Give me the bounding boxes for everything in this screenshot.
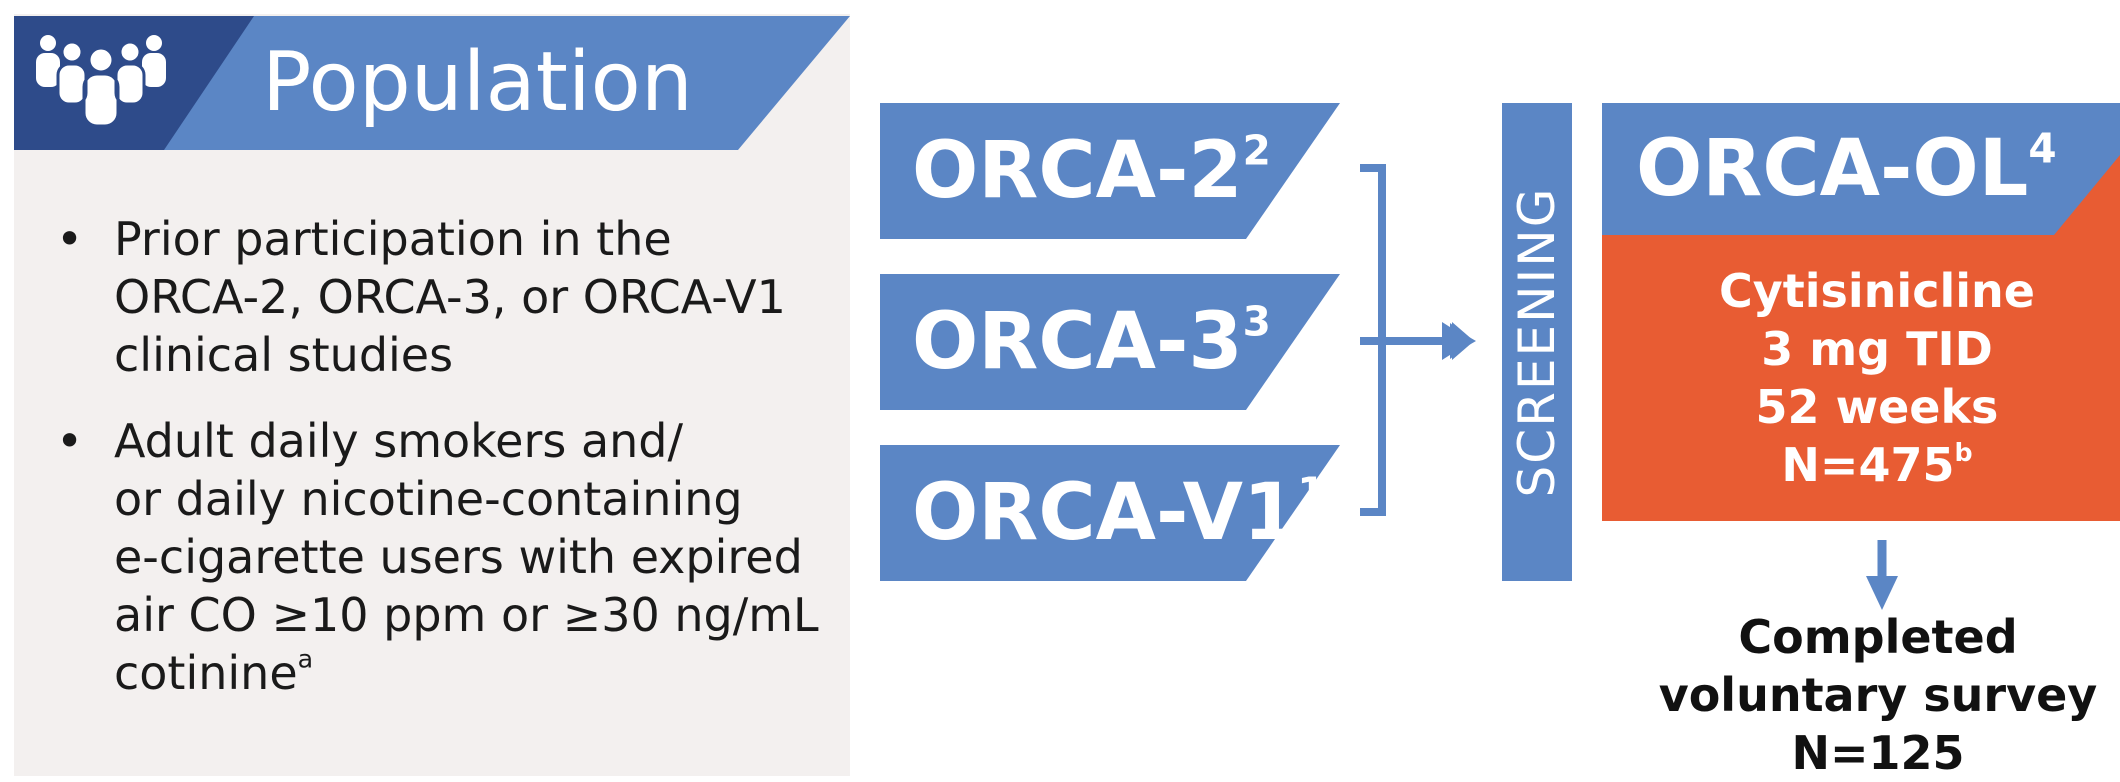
footnote-marker: a — [297, 644, 314, 674]
criterion-line: air CO ≥10 ppm or ≥30 ng/mL — [114, 588, 819, 642]
study-name: ORCA-V1 — [912, 468, 1298, 558]
study-box-shape — [880, 103, 1340, 239]
study-name: ORCA-3 — [912, 297, 1243, 387]
orca-ol-details: Cytisinicline 3 mg TID 52 weeks N=475b — [1602, 262, 2120, 494]
arrow-down — [1866, 540, 1898, 610]
people-group-icon — [36, 35, 166, 126]
bullet-dot: • — [56, 212, 84, 266]
studies-to-screening-connector — [1360, 164, 1476, 516]
bullet-dot: • — [56, 414, 84, 468]
study-name: ORCA-OL — [1636, 124, 2029, 214]
survey-count: N=125 — [1791, 726, 1965, 780]
criterion-smokers: • Adult daily smokers and/ or daily nico… — [48, 412, 838, 702]
population-banner — [14, 16, 850, 150]
study-label: ORCA-22 — [912, 103, 1271, 239]
enrolled-count: N=475b — [1602, 436, 2120, 494]
n-value: N=475 — [1781, 438, 1955, 492]
screening-bar: SCREENING — [1502, 103, 1572, 581]
arrow-head-down — [1866, 576, 1898, 610]
study-box-orca-v1: ORCA-V11 — [880, 445, 1340, 581]
orca-ol-label: ORCA-OL4 — [1636, 103, 2057, 235]
criterion-prior-participation: • Prior participation in the ORCA-2, ORC… — [48, 210, 838, 384]
study-label: ORCA-V11 — [912, 445, 1326, 581]
orca-ol-box — [1602, 103, 2120, 521]
study-box-orca-2: ORCA-22 — [880, 103, 1340, 239]
study-name: ORCA-2 — [912, 126, 1243, 216]
footnote-marker: b — [1954, 437, 1973, 467]
criterion-line: or daily nicotine-containing — [114, 472, 743, 526]
population-title: Population — [262, 35, 693, 130]
study-box-shape — [880, 445, 1340, 581]
study-box-shape — [880, 274, 1340, 410]
criterion-line: cotininea — [114, 644, 838, 702]
reference-marker: 2 — [1242, 126, 1271, 175]
survey-line: voluntary survey — [1658, 668, 2098, 722]
orca-ol-header — [1602, 103, 2120, 235]
reference-marker: 3 — [1242, 297, 1271, 346]
reference-marker: 1 — [1297, 468, 1326, 517]
survey-result: Completed voluntary survey N=125 — [1618, 608, 2120, 782]
drug-name: Cytisinicline — [1719, 264, 2035, 318]
dose: 3 mg TID — [1761, 322, 1993, 376]
criterion-line: clinical studies — [114, 328, 454, 382]
population-criteria: • Prior participation in the ORCA-2, ORC… — [48, 210, 838, 730]
criterion-line: ORCA-2, ORCA-3, or ORCA-V1 — [114, 270, 786, 324]
study-label: ORCA-33 — [912, 274, 1271, 410]
duration: 52 weeks — [1755, 380, 1999, 434]
study-box-orca-3: ORCA-33 — [880, 274, 1340, 410]
criterion-line: Prior participation in the — [114, 212, 672, 266]
criterion-line: Adult daily smokers and/ — [114, 414, 684, 468]
survey-line: Completed — [1738, 610, 2018, 664]
screening-label: SCREENING — [1508, 186, 1566, 498]
criterion-line: e-cigarette users with expired — [114, 530, 803, 584]
criterion-word: cotinine — [114, 646, 298, 700]
reference-marker: 4 — [2028, 124, 2057, 173]
